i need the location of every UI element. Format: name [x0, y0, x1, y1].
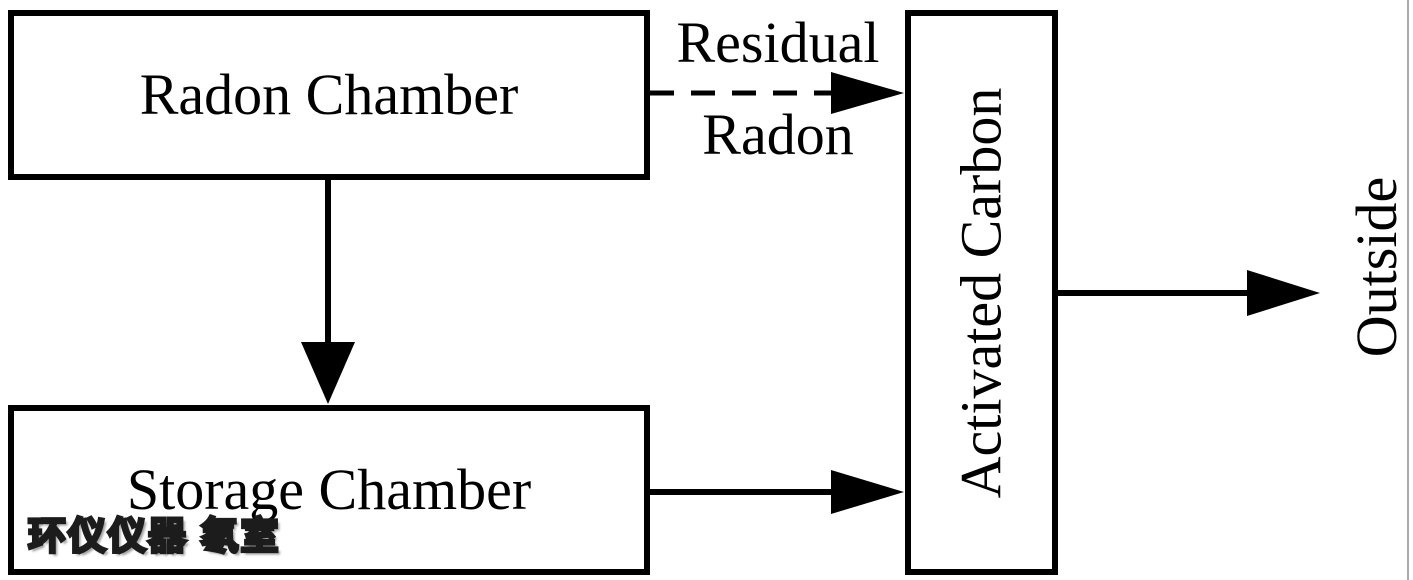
node-radon-chamber-label: Radon Chamber [139, 62, 519, 127]
node-outside-label: Outside [1344, 176, 1409, 358]
node-activated-carbon: Activated Carbon [905, 10, 1058, 575]
node-storage-chamber: Storage Chamber [8, 405, 650, 575]
node-activated-carbon-label: Activated Carbon [948, 87, 1014, 498]
edge-label-radon: Radon [702, 102, 854, 167]
node-storage-chamber-label: Storage Chamber [126, 457, 532, 522]
edge-label-residual: Residual [676, 10, 880, 75]
arrow-radon-to-storage [301, 180, 355, 404]
arrow-carbon-to-outside [1058, 270, 1320, 316]
node-radon-chamber: Radon Chamber [8, 10, 650, 180]
arrow-storage-to-carbon [650, 470, 904, 514]
watermark-text: 环仪仪器 氡室 [27, 515, 281, 560]
